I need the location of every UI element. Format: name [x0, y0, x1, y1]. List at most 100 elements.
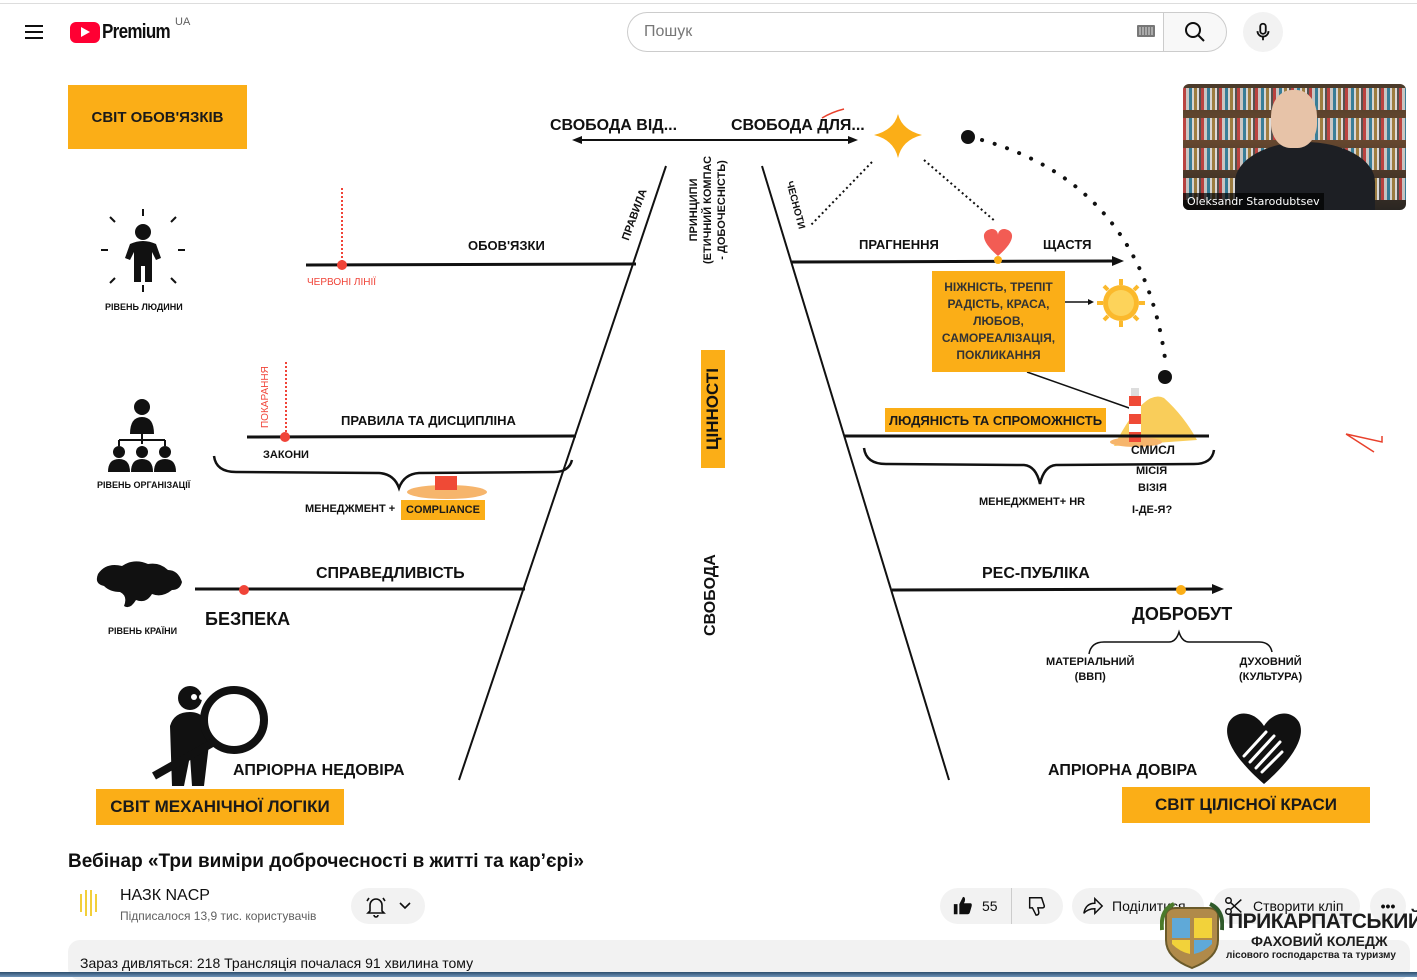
more-actions-button[interactable]: ••• [1370, 888, 1406, 924]
search-button[interactable] [1163, 12, 1227, 52]
compliance-label: COMPLIANCE [401, 500, 485, 520]
arrow-right-head [848, 136, 858, 144]
video-player[interactable]: СВІТ ОБОВ'ЯЗКІВ СВІТ МЕХАНІЧНОЇ ЛОГІКИ С… [64, 76, 1410, 834]
slide: СВІТ ОБОВ'ЯЗКІВ СВІТ МЕХАНІЧНОЇ ЛОГІКИ С… [64, 76, 1410, 834]
detective-icon [152, 686, 268, 786]
box-to-sun-arrow [1088, 299, 1094, 305]
freedom-from-label: СВОБОДА ВІД... [550, 117, 678, 134]
slide-diagram [96, 108, 1383, 786]
subscriber-count: Підписалося 13,9 тис. користувачів [120, 909, 317, 923]
annotation-stroke [821, 108, 845, 119]
arc-end-dot [1158, 370, 1172, 384]
microphone-icon [1256, 22, 1270, 41]
person-level-label: РІВЕНЬ ЛЮДИНИ [105, 302, 183, 312]
youtube-premium-logo[interactable]: Premium [70, 20, 182, 44]
rules-line [246, 434, 577, 439]
red-lines-label: ЧЕРВОНІ ЛІНІЇ [307, 277, 377, 288]
stream-stats: Зараз дивляться: 218 Трансляція почалася… [80, 955, 473, 971]
clip-label: Створити кліп [1253, 898, 1344, 914]
like-count: 55 [982, 898, 998, 914]
republic-arrow-head [1212, 584, 1224, 594]
hat-crown [435, 476, 457, 490]
duties-world-label: СВІТ ОБОВ'ЯЗКІВ [68, 85, 247, 149]
rules-discipline-label: ПРАВИЛА ТА ДИСЦИПЛІНА [341, 413, 516, 428]
principles-line: ПРИНЦИПИ [688, 178, 700, 242]
keyboard-icon[interactable] [1137, 25, 1155, 37]
voice-search-button[interactable] [1243, 12, 1283, 52]
punishment-dot [280, 432, 290, 442]
punishment-label: ПОКАРАННЯ [260, 366, 271, 428]
youtube-logo-icon [70, 21, 100, 43]
management-hr-label: МЕНЕДЖМЕНТ+ HR [979, 496, 1086, 508]
menu-icon-bar [25, 37, 43, 39]
speaker-name: Oleksandr Starodubtsev [1183, 193, 1324, 210]
feeling-line: ЛЮБОВ, [973, 314, 1024, 328]
humanity-label: ЛЮДЯНІСТЬ ТА СПРОМОЖНІСТЬ [885, 408, 1106, 432]
speaker-head [1271, 90, 1317, 148]
channel-avatar[interactable] [72, 886, 106, 920]
search-input[interactable] [627, 12, 1163, 52]
menu-icon-bar [25, 31, 43, 33]
person-rays [101, 209, 185, 292]
heart-hand-icon [1227, 713, 1301, 784]
freedom-for-label: СВОБОДА ДЛЯ... [731, 117, 865, 134]
meaning-label: СМИСЛ [1131, 443, 1175, 457]
thumbs-down-icon [1028, 897, 1046, 916]
feeling-line: НІЖНІСТЬ, ТРЕПІТ [944, 280, 1053, 294]
notifications-button[interactable] [351, 888, 425, 924]
mission-label: МІСІЯ [1136, 465, 1168, 477]
college-name-line2: ФАХОВИЙ КОЛЕДЖ [1251, 933, 1388, 949]
channel-name[interactable]: НАЗК NACP [120, 887, 210, 904]
arc-start-dot [961, 130, 975, 144]
window-top-border [0, 0, 1417, 4]
college-name-line3: лісового господарства та туризму [1226, 950, 1396, 961]
heart-icon [983, 228, 1013, 256]
sun-icon [1097, 279, 1145, 327]
more-icon: ••• [1380, 898, 1396, 914]
vision-label: ВІЗІЯ [1138, 482, 1167, 494]
arrow-left-head [572, 136, 582, 144]
material-line: (ВВП) [1074, 671, 1106, 683]
menu-icon [25, 25, 43, 27]
clip-button[interactable]: Створити кліп [1213, 888, 1360, 924]
organization-icon [108, 399, 176, 472]
duties-line [305, 262, 637, 267]
college-name-line1: ПРИКАРПАТСЬКИЙ [1228, 910, 1417, 933]
material-label: МАТЕРІАЛЬНИЙ (ВВП) [1046, 655, 1134, 685]
feelings-box: НІЖНІСТЬ, ТРЕПІТ РАДІСТЬ, КРАСА, ЛЮБОВ, … [932, 271, 1065, 372]
principles-label: ПРИНЦИПИ (ЕТИЧНИЙ КОМПАС - ДОБОЧЕСНІСТЬ) [687, 156, 729, 264]
like-button[interactable]: 55 [940, 888, 1012, 924]
watching-label: Зараз дивляться: [80, 955, 193, 971]
college-watermark: ПРИКАРПАТСЬКИЙ ФАХОВИЙ КОЛЕДЖ лісового г… [1159, 900, 1417, 972]
star-icon [874, 114, 922, 158]
search-bar [627, 12, 1227, 52]
feeling-line: РАДІСТЬ, КРАСА, [947, 297, 1050, 311]
college-crest-icon [1159, 902, 1225, 970]
thumbs-up-icon [953, 896, 972, 915]
values-label: ЦІННОСТІ [701, 350, 725, 468]
welfare-brace [1088, 629, 1273, 655]
dotted-line [809, 161, 873, 227]
feeling-line: САМОРЕАЛІЗАЦІЯ, [941, 331, 1056, 345]
freedom-label: СВОБОДА [702, 554, 719, 636]
share-icon [1083, 896, 1104, 916]
lighthouse-icon [1129, 388, 1141, 442]
republic-line [891, 587, 1215, 592]
country-level-label: РІВЕНЬ КРАЇНИ [108, 626, 178, 636]
principles-line: (ЕТИЧНИЙ КОМПАС [702, 155, 714, 264]
laws-label: ЗАКОНИ [263, 449, 309, 461]
dislike-button[interactable] [1012, 888, 1062, 924]
left-funnel-line [458, 165, 667, 781]
country-code: UA [175, 16, 191, 28]
menu-button[interactable] [18, 16, 50, 48]
right-brace [862, 447, 1216, 485]
left-brace [212, 455, 574, 492]
speaker-video-thumbnail[interactable]: Oleksandr Starodubtsev [1183, 84, 1406, 210]
holistic-beauty-world-label: СВІТ ЦІЛІСНОЇ КРАСИ [1122, 787, 1370, 823]
chevron-down-icon [399, 902, 411, 910]
welfare-label: ДОБРОБУТ [1132, 604, 1233, 624]
aspiration-label: ПРАГНЕННЯ [859, 237, 939, 252]
box-to-lighthouse-line [1026, 371, 1133, 410]
like-dislike-group: 55 [940, 888, 1063, 924]
person-icon [125, 224, 161, 282]
